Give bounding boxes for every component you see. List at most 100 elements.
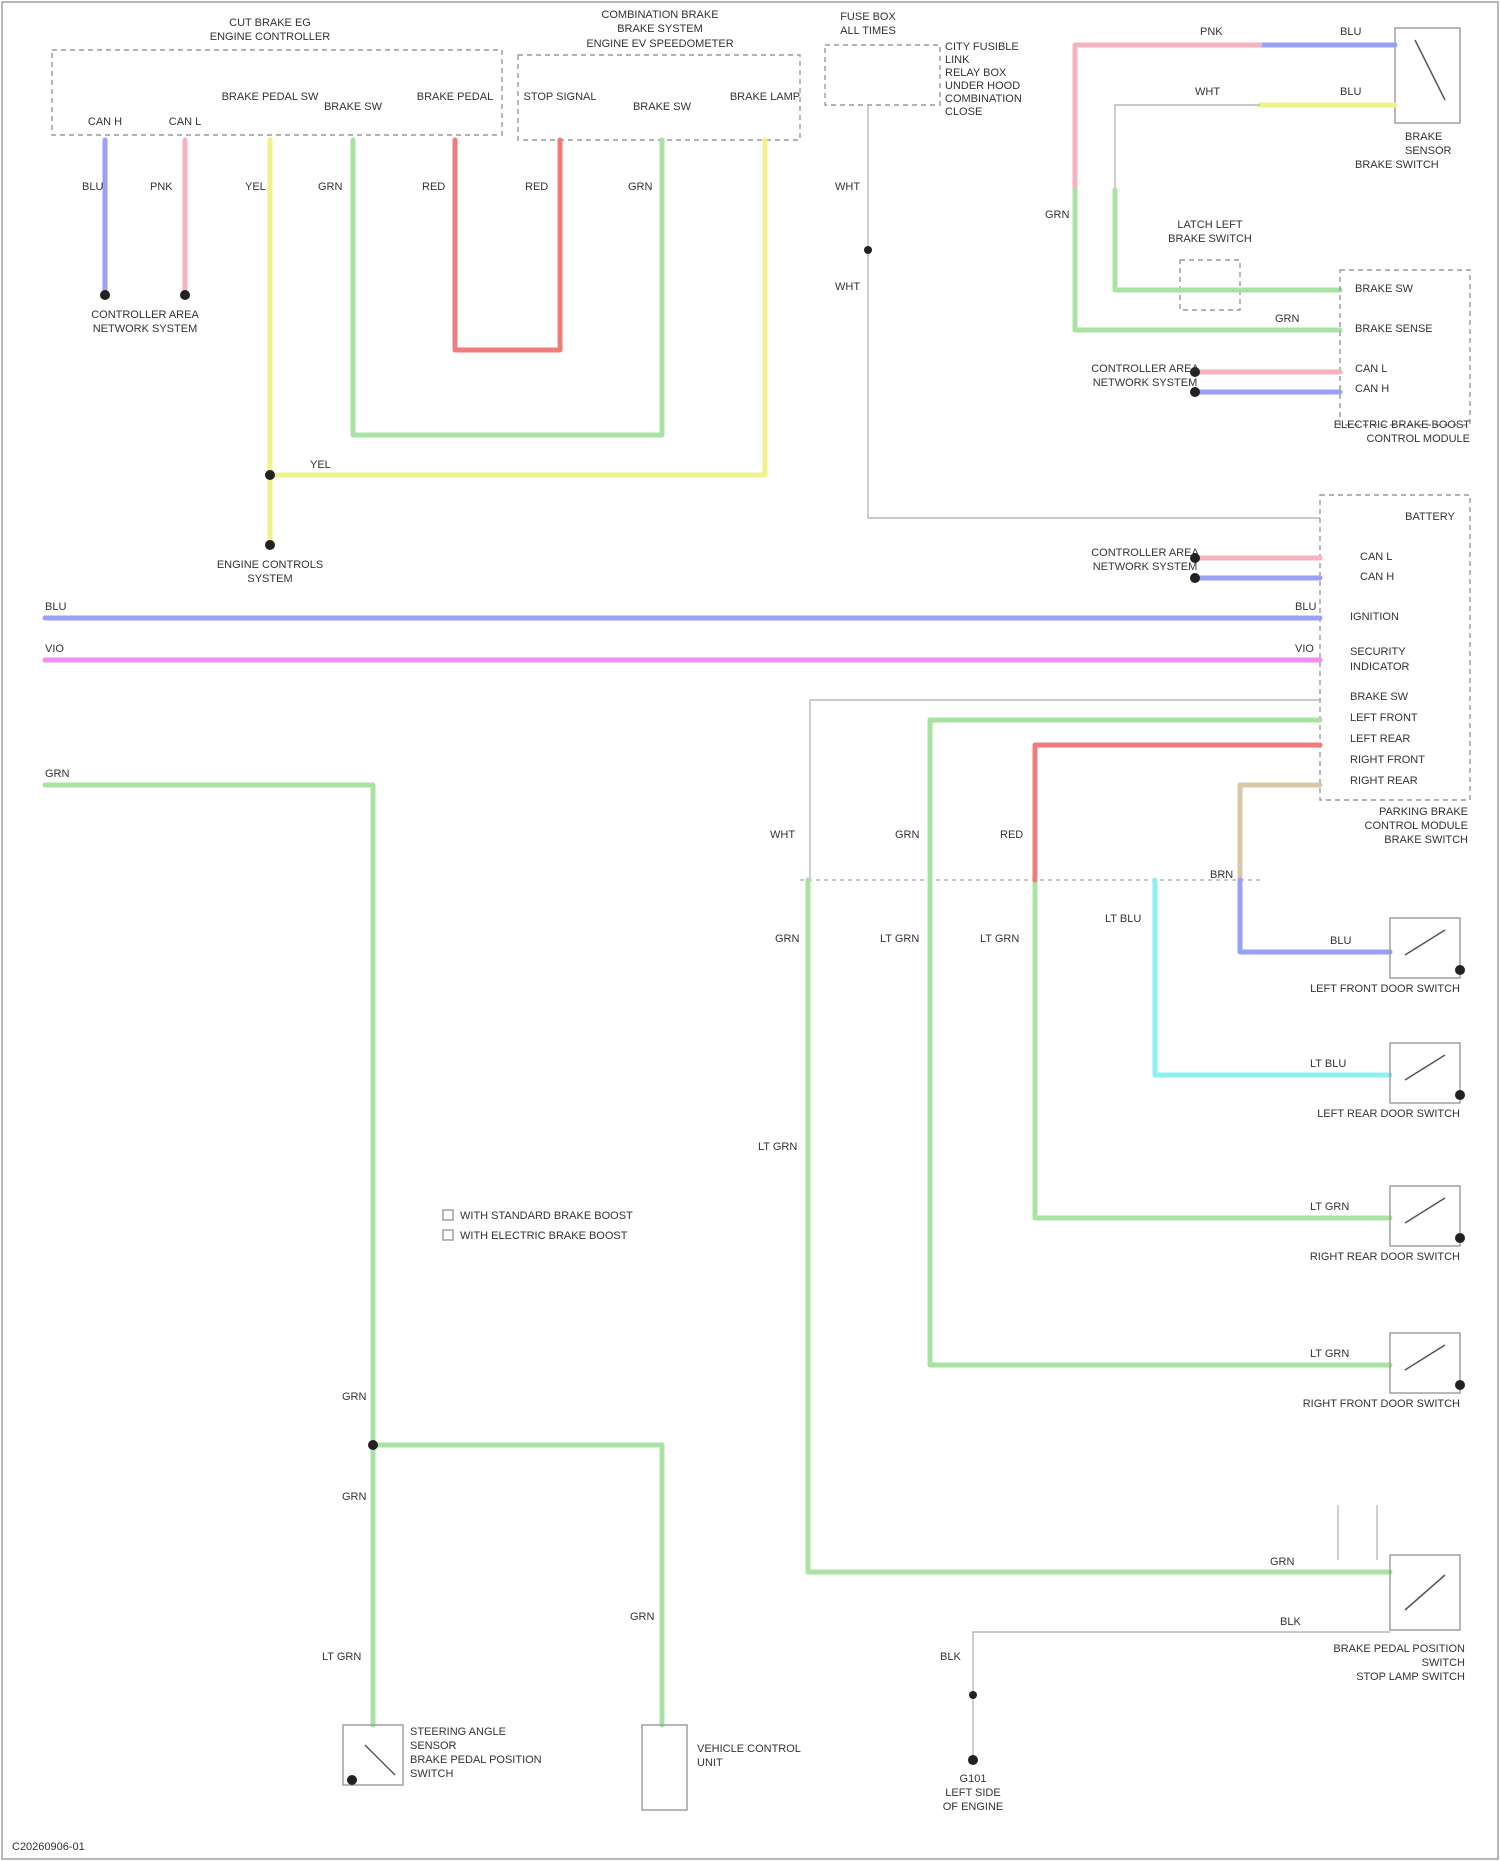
wire-left-green-branch (373, 1445, 662, 1725)
label-blk-1: BLK (1280, 1616, 1301, 1628)
ctrl-name-3: BRAKE SWITCH (1384, 834, 1468, 846)
lr-door-ground (1455, 1090, 1465, 1100)
ctrl-pin-right-rear: RIGHT REAR (1350, 775, 1418, 787)
fuse-box-title: FUSE BOX (840, 11, 896, 23)
legend-box-2 (443, 1230, 453, 1240)
ecm-pin-brake-sw-2: BRAKE SW (633, 101, 692, 113)
lf-door-switch-symbol (1405, 930, 1445, 955)
ctrl-can-h-dot (1190, 573, 1200, 583)
latch-switch-box (1180, 260, 1240, 310)
label-grn-3: GRN (1045, 209, 1070, 221)
label-ltgrn-2: LT GRN (980, 933, 1019, 945)
engine-control-label-1: ENGINE CONTROLS (217, 559, 323, 571)
wire-lf-door (1240, 880, 1390, 952)
label-vio-2: VIO (1295, 643, 1314, 655)
label-yel-2: YEL (310, 459, 331, 471)
ground-terminal (968, 1755, 978, 1765)
label-grn-1: GRN (318, 181, 343, 193)
rr-door-switch (1390, 1333, 1460, 1393)
can-system-label-5: CONTROLLER AREA (1091, 547, 1199, 559)
wire-rr-door (930, 720, 1390, 1365)
wire-rf-door (1035, 745, 1390, 1218)
fuse-note-3: RELAY BOX (945, 67, 1007, 79)
wire-yellow-loop (270, 140, 765, 475)
fuse-note-1: CITY FUSIBLE (945, 41, 1019, 53)
label-grn-8: GRN (45, 768, 70, 780)
legend-item-2: WITH ELECTRIC BRAKE BOOST (460, 1230, 628, 1242)
can-system-label-2: NETWORK SYSTEM (93, 323, 198, 335)
ecm-pin-can-h: CAN H (88, 116, 122, 128)
label-grn-2: GRN (628, 181, 653, 193)
steering-sensor-ground (347, 1775, 357, 1785)
label-pnk-1: PNK (150, 181, 173, 193)
label-ltblu-1: LT BLU (1310, 1058, 1346, 1070)
ground-label-3: OF ENGINE (943, 1801, 1004, 1813)
ctrl-pin-can-h: CAN H (1360, 571, 1394, 583)
label-ltgrn-4: LT GRN (880, 933, 919, 945)
can-system-label-3: CONTROLLER AREA (1091, 363, 1199, 375)
can-h-terminal (100, 290, 110, 300)
ctrl-pin-can-l: CAN L (1360, 551, 1392, 563)
actuator-pin-2: BRAKE SENSE (1355, 323, 1433, 335)
legend-box-1 (443, 1210, 453, 1220)
actuator-pin-4: CAN H (1355, 383, 1389, 395)
left-green-splice (368, 1440, 378, 1450)
fuse-note-2: LINK (945, 54, 970, 66)
label-grn-11: GRN (630, 1611, 655, 1623)
fuse-splice (864, 246, 872, 254)
label-ltgrn-6: LT GRN (322, 1651, 361, 1663)
module-small-label-2: UNIT (697, 1757, 723, 1769)
can-l-terminal (180, 290, 190, 300)
sensor-top-label-1: BRAKE (1405, 131, 1442, 143)
wire-left-green-feed (45, 785, 373, 1725)
label-wht-1: WHT (835, 181, 860, 193)
switch-lf-label: LEFT FRONT DOOR SWITCH (1310, 983, 1460, 995)
wire-lr-door (1155, 880, 1390, 1075)
rf-door-ground (1455, 1233, 1465, 1243)
ctrl-pin-brake-sw: BRAKE SW (1350, 691, 1409, 703)
label-blu-1: BLU (82, 181, 103, 193)
switch-lr-label: LEFT REAR DOOR SWITCH (1317, 1108, 1460, 1120)
fuse-note-5: COMBINATION (945, 93, 1022, 105)
actuator-pin-3: CAN L (1355, 363, 1387, 375)
main-switch-symbol (1405, 1575, 1445, 1610)
label-grn-4: GRN (1275, 313, 1300, 325)
label-ltgrn-5: LT GRN (758, 1141, 797, 1153)
ctrl-name-2: CONTROL MODULE (1365, 820, 1469, 832)
wire-green-loop-top (353, 140, 662, 435)
latch-label-2: BRAKE SWITCH (1168, 233, 1252, 245)
ground-label-2: LEFT SIDE (945, 1787, 1000, 1799)
steering-sensor-symbol (365, 1745, 395, 1775)
label-blu-6: BLU (1330, 935, 1351, 947)
ecm-left-subtitle: ENGINE CONTROLLER (210, 31, 330, 43)
rf-door-switch (1390, 1186, 1460, 1246)
fuse-box-subtitle: ALL TIMES (840, 25, 896, 37)
fuse-note-4: UNDER HOOD (945, 80, 1020, 92)
label-red-2: RED (525, 181, 548, 193)
ecm-right-subtitle2: ENGINE EV SPEEDOMETER (586, 38, 733, 50)
ctrl-name-1: PARKING BRAKE (1379, 806, 1468, 818)
rr-door-ground (1455, 1380, 1465, 1390)
label-red-3: RED (1000, 829, 1023, 841)
ecm-right-title: COMBINATION BRAKE (601, 9, 718, 21)
label-grn-6: GRN (775, 933, 800, 945)
label-ltgrn-1: LT GRN (1310, 1201, 1349, 1213)
actuator-pin-1: BRAKE SW (1355, 283, 1414, 295)
fuse-note-6: CLOSE (945, 106, 982, 118)
actuator-name-2: CONTROL MODULE (1367, 433, 1471, 445)
ecm-pin-brake-pedal: BRAKE PEDAL (417, 91, 493, 103)
steering-label-2: SENSOR (410, 1740, 457, 1752)
label-grn-7: GRN (1270, 1556, 1295, 1568)
label-yel-1: YEL (245, 181, 266, 193)
engine-control-terminal (265, 540, 275, 550)
switch-rf-label: RIGHT REAR DOOR SWITCH (1310, 1251, 1460, 1263)
ctrl-pin-security: SECURITY (1350, 646, 1406, 658)
label-pnk-2: PNK (1200, 26, 1223, 38)
ctrl-pin-left-front: LEFT FRONT (1350, 712, 1418, 724)
can-system-label-6: NETWORK SYSTEM (1093, 561, 1198, 573)
brake-sensor-box (1395, 28, 1460, 123)
legend-item-1: WITH STANDARD BRAKE BOOST (460, 1210, 633, 1222)
wire-sensor-gray (1115, 105, 1260, 190)
ground-splice (969, 1691, 977, 1699)
